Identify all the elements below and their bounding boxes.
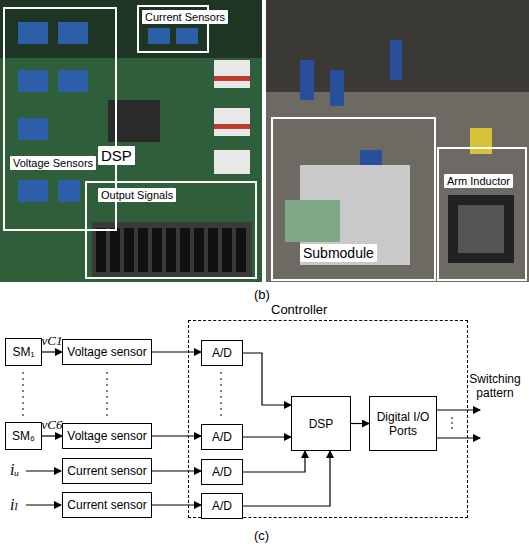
inductor-winding: [458, 205, 504, 253]
hardware-photo: [0, 0, 529, 282]
node-text: A/D: [212, 346, 232, 360]
group-title: Controller: [271, 302, 327, 317]
sensor-module: [58, 22, 88, 44]
sensor-box: Current sensor: [62, 492, 152, 518]
signal-arrow: [243, 436, 291, 437]
photo-label: DSP: [98, 146, 135, 165]
pcb-board: [0, 0, 262, 282]
sensor-module: [58, 180, 80, 202]
capacitor: [300, 60, 314, 100]
current-sensor-module: [148, 28, 170, 44]
capacitor: [330, 70, 344, 106]
inductor-core: [448, 195, 514, 263]
adc-box: A/D: [201, 459, 243, 485]
node-text: SM₁: [12, 345, 34, 359]
photo-label: Output Signals: [98, 188, 176, 202]
relay: [214, 108, 250, 136]
relay-stripe: [214, 124, 250, 129]
node-text: DSP: [309, 417, 334, 431]
io-box: Digital I/O Ports: [369, 396, 437, 451]
signal-arrow: [243, 451, 305, 472]
submodule-box: SM₆: [5, 422, 42, 450]
signal-arrow: [152, 470, 201, 471]
controller-group: ControllerA/DA/DA/DA/DDSPDigital I/O Por…: [188, 320, 468, 518]
node-text: A/D: [212, 465, 232, 479]
region-outline: [4, 6, 526, 280]
signal-arrow: [243, 353, 291, 405]
node-text: Current sensor: [67, 464, 146, 478]
signal-arrow: [42, 351, 62, 352]
sensor-box: Voltage sensor: [62, 423, 152, 449]
photo-label: Arm Inductor: [444, 174, 513, 188]
output-label: Switching pattern: [462, 372, 528, 400]
bench-background: [266, 0, 529, 282]
signal-name: iₗ: [10, 495, 18, 514]
submodule-box: SM₁: [5, 338, 42, 366]
sensor-box: Voltage sensor: [62, 339, 152, 365]
sensor-module: [18, 180, 48, 202]
signal-arrow: [243, 451, 330, 506]
photo-label: Current Sensors: [142, 10, 228, 24]
adc-box: A/D: [201, 493, 243, 519]
node-text: Digital I/O Ports: [372, 410, 434, 438]
node-text: Current sensor: [67, 498, 146, 512]
capacitor: [390, 40, 402, 80]
signal-arrow: [152, 504, 201, 505]
relay-stripe: [214, 76, 250, 81]
connector-row: [96, 228, 246, 272]
edge-label: vC1: [42, 333, 63, 349]
terminal-block: [470, 128, 492, 154]
photo-label: Voltage Sensors: [10, 156, 96, 170]
node-text: Voltage sensor: [67, 429, 146, 443]
photo-label: Submodule: [300, 244, 377, 262]
current-sensor-module: [176, 28, 198, 44]
signal-arrow: [26, 410, 480, 505]
node-text: A/D: [212, 499, 232, 513]
node-text: A/D: [212, 430, 232, 444]
sensor-module: [18, 118, 48, 140]
relay: [214, 60, 250, 88]
subfigure-label: (b): [254, 287, 270, 302]
node-text: Voltage sensor: [67, 345, 146, 359]
gate-board: [285, 200, 340, 242]
adc-box: A/D: [201, 340, 243, 366]
signal-arrow: [351, 423, 369, 424]
node-text: SM₆: [12, 429, 35, 443]
sensor-box: Current sensor: [62, 458, 152, 484]
signal-arrow: [42, 435, 62, 436]
subfigure-label: (c): [254, 528, 269, 543]
edge-label: vC6: [42, 417, 63, 433]
signal-arrow: [152, 351, 201, 352]
adc-box: A/D: [201, 424, 243, 450]
dsp-box: DSP: [291, 396, 351, 451]
sensor-module: [18, 22, 48, 44]
signal-arrow: [152, 435, 201, 436]
sensor-module: [18, 70, 48, 92]
signal-name: iᵤ: [10, 461, 19, 479]
sensor-module: [58, 70, 88, 92]
relay: [214, 150, 250, 174]
